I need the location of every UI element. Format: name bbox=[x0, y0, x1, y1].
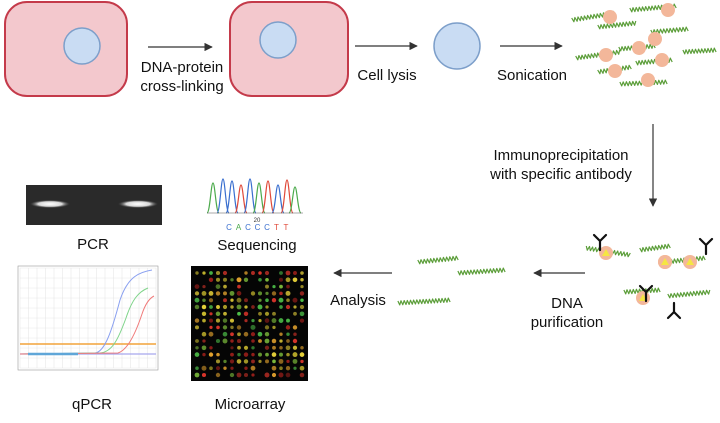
sequence-letter: C bbox=[226, 223, 232, 232]
sequence-letter: T bbox=[274, 223, 279, 232]
label-crosslinking: DNA-protein cross-linking bbox=[140, 59, 224, 95]
cell-2 bbox=[229, 1, 349, 97]
sequence-letter: C bbox=[264, 223, 270, 232]
label-pcr: PCR bbox=[77, 236, 109, 253]
sequence-letter: C bbox=[245, 223, 251, 232]
pcr-band-1 bbox=[30, 200, 70, 208]
sequence-letter: C bbox=[255, 223, 261, 232]
sequence-letter: T bbox=[284, 223, 289, 232]
qpcr-curve-blue bbox=[19, 269, 153, 355]
label-analysis: Analysis bbox=[330, 292, 386, 309]
label-microarray: Microarray bbox=[214, 396, 286, 413]
qpcr-curve-green bbox=[19, 287, 149, 355]
microarray bbox=[191, 266, 308, 381]
label-sonication: Sonication bbox=[496, 67, 568, 84]
pcr-band-2 bbox=[118, 200, 158, 208]
pcr-gel bbox=[26, 185, 162, 225]
label-qpcr: qPCR bbox=[71, 396, 112, 413]
purified-dna bbox=[397, 255, 506, 306]
cell-1 bbox=[4, 1, 128, 97]
label-cell-lysis: Cell lysis bbox=[357, 67, 417, 84]
cell-2-nucleus bbox=[259, 21, 297, 59]
qpcr-plot bbox=[17, 265, 159, 371]
released-nucleus bbox=[433, 22, 481, 70]
qpcr-curve-red bbox=[19, 295, 155, 355]
chromatin-fragments bbox=[571, 3, 717, 87]
label-dna-purification: DNA purification bbox=[530, 295, 604, 331]
sequence-letter: A bbox=[236, 223, 242, 232]
sequence-index: 20 bbox=[254, 218, 261, 224]
ip-complexes bbox=[585, 233, 714, 320]
cell-1-nucleus bbox=[63, 27, 101, 65]
label-sequencing: Sequencing bbox=[217, 237, 297, 254]
label-immunoprecipitation: Immunoprecipitation with specific antibo… bbox=[490, 147, 632, 183]
